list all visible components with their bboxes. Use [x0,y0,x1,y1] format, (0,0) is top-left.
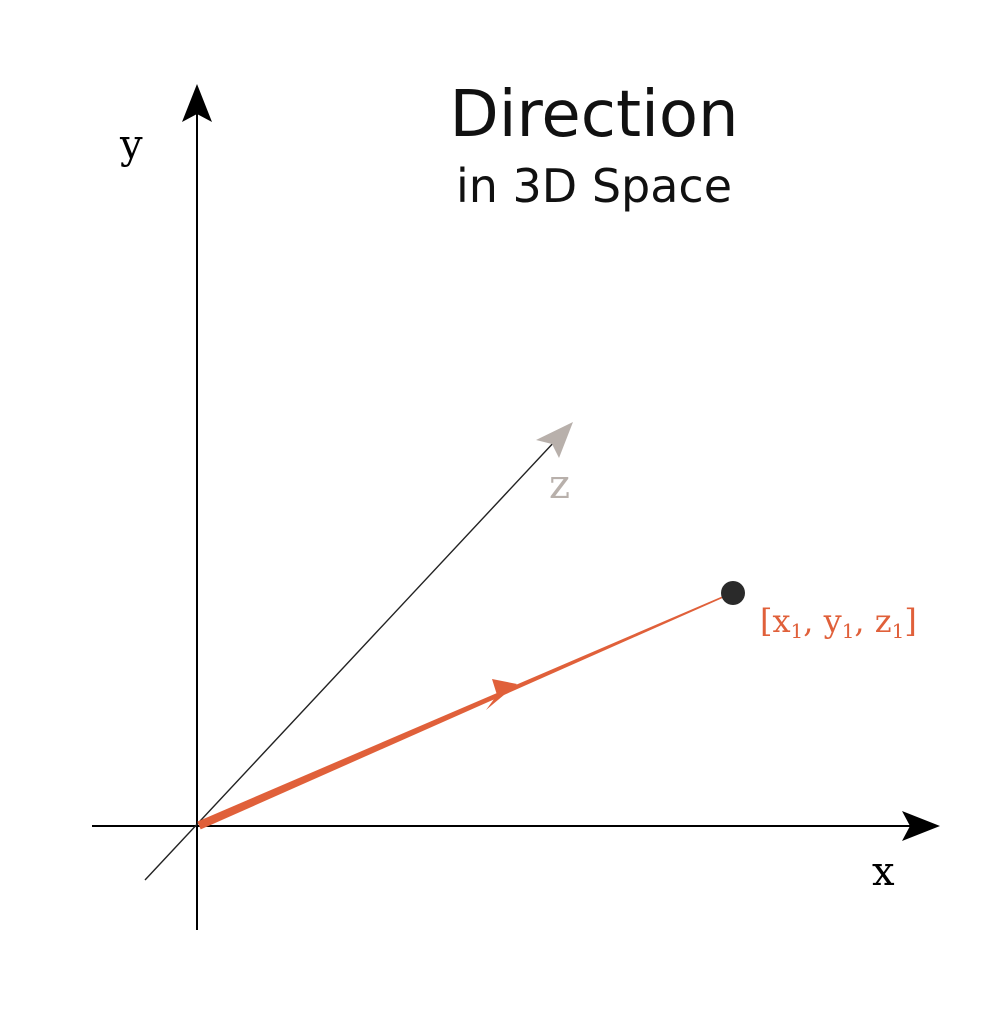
y-axis-label: y [119,122,143,168]
title-main: Direction [449,78,738,152]
endpoint-label-z: , z [854,602,891,640]
y-axis-arrowhead [182,84,212,122]
x-axis [92,811,940,841]
endpoint-label-sub-x: 1 [791,619,804,643]
endpoint-coordinates-label: [x1, y1, z1] [760,602,917,643]
z-axis-label: z [549,462,570,508]
z-axis-line [144,439,557,881]
endpoint-label-sub-y: 1 [842,619,855,643]
direction-vector-arrowhead [486,679,517,710]
vector-endpoint-dot [721,581,745,605]
endpoint-label-bracket-x: [x [760,602,791,640]
x-axis-label: x [872,849,895,895]
y-axis [182,84,212,930]
endpoint-label-close-bracket: ] [904,602,916,640]
direction-vector [197,592,733,830]
z-axis [144,422,573,881]
endpoint-label-y: , y [803,602,841,640]
x-axis-arrowhead [902,811,940,841]
title-subtitle: in 3D Space [456,159,732,213]
z-axis-arrowhead [536,422,573,458]
endpoint-label-sub-z: 1 [892,619,905,643]
direction-vector-shaft [197,592,733,830]
